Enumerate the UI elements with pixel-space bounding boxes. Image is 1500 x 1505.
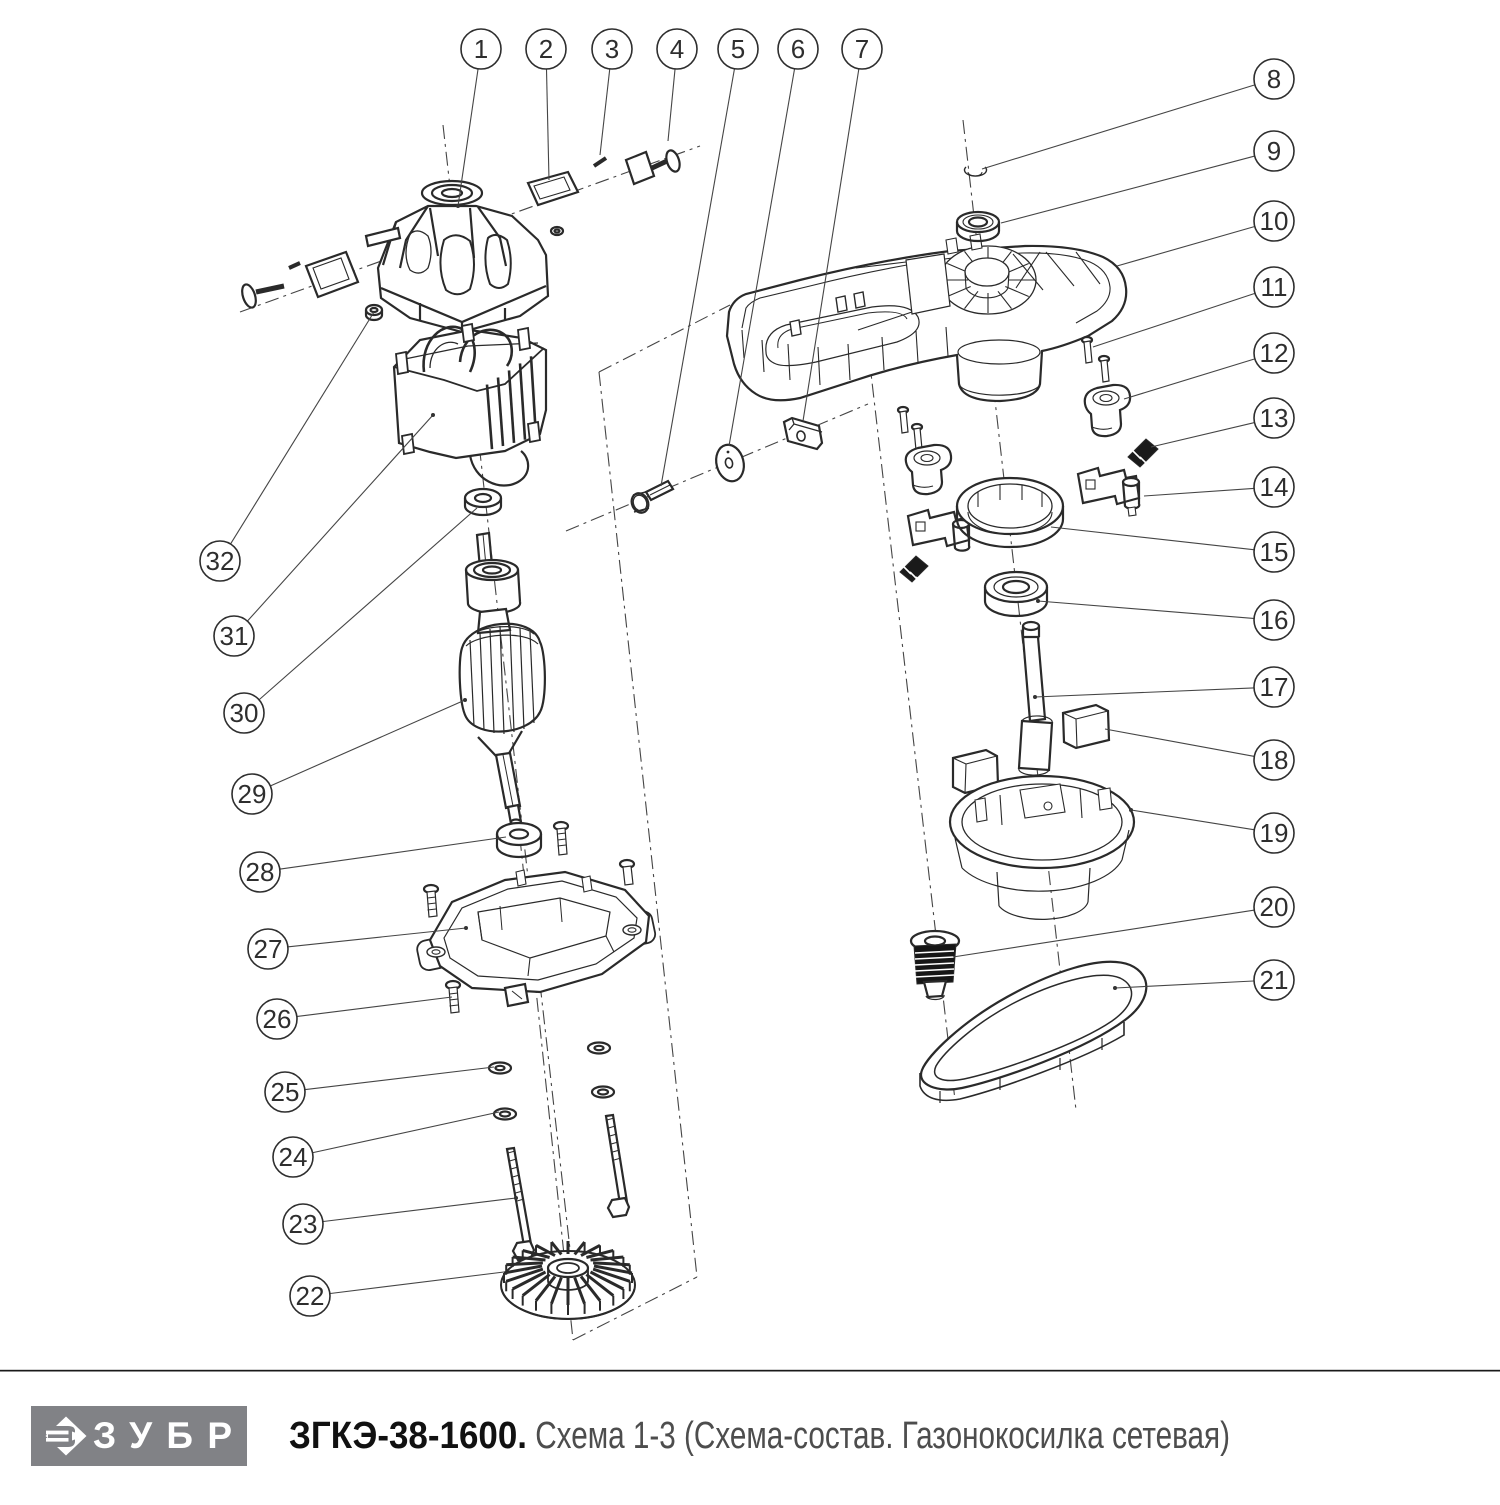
svg-text:9: 9 <box>1267 136 1281 166</box>
svg-text:22: 22 <box>296 1281 325 1311</box>
svg-text:30: 30 <box>230 698 259 728</box>
svg-text:16: 16 <box>1260 605 1289 635</box>
svg-text:2: 2 <box>539 34 553 64</box>
svg-text:23: 23 <box>289 1209 318 1239</box>
svg-text:12: 12 <box>1260 338 1289 368</box>
svg-text:32: 32 <box>206 546 235 576</box>
svg-text:26: 26 <box>263 1004 292 1034</box>
svg-text:4: 4 <box>670 34 684 64</box>
svg-text:11: 11 <box>1261 272 1288 302</box>
svg-text:25: 25 <box>271 1077 300 1107</box>
svg-text:15: 15 <box>1260 537 1289 567</box>
svg-text:18: 18 <box>1260 745 1289 775</box>
svg-text:7: 7 <box>855 34 869 64</box>
svg-text:21: 21 <box>1260 965 1289 995</box>
svg-text:ЗГКЭ-38-1600. Схема 1-3 (Схема: ЗГКЭ-38-1600. Схема 1-3 (Схема-состав. Г… <box>289 1415 1230 1457</box>
svg-text:28: 28 <box>246 857 275 887</box>
svg-text:27: 27 <box>254 934 283 964</box>
svg-text:20: 20 <box>1260 892 1289 922</box>
svg-text:13: 13 <box>1260 403 1289 433</box>
svg-text:17: 17 <box>1260 672 1289 702</box>
svg-text:14: 14 <box>1260 472 1289 502</box>
svg-text:5: 5 <box>731 34 745 64</box>
svg-text:3: 3 <box>605 34 619 64</box>
svg-text:24: 24 <box>279 1142 308 1172</box>
svg-text:29: 29 <box>238 779 267 809</box>
svg-text:19: 19 <box>1260 818 1289 848</box>
svg-text:6: 6 <box>791 34 805 64</box>
svg-text:8: 8 <box>1267 64 1281 94</box>
svg-text:1: 1 <box>474 34 488 64</box>
svg-text:10: 10 <box>1260 206 1289 236</box>
svg-text:31: 31 <box>220 621 249 651</box>
